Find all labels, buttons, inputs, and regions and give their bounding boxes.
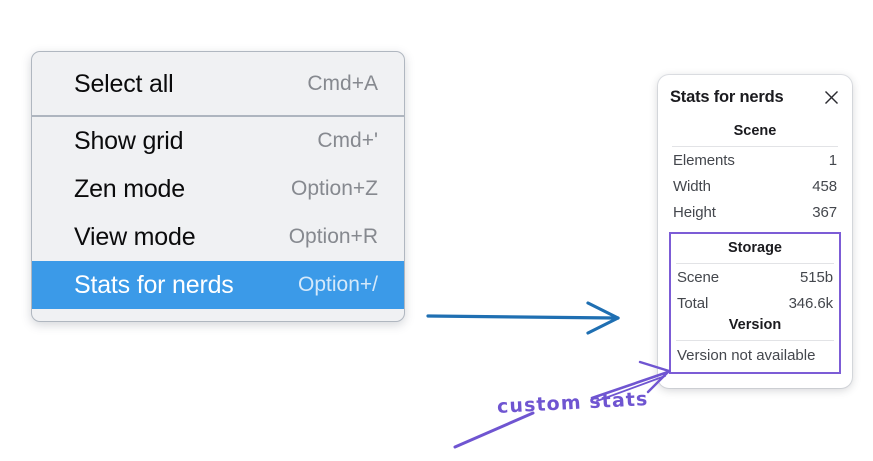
- arrow-right-icon: [426, 301, 620, 335]
- stat-value: 367: [812, 204, 837, 221]
- menu-item-shortcut: Cmd+': [317, 129, 378, 152]
- stat-row: Scene 515b: [674, 264, 836, 290]
- custom-stats-highlight-box: Storage Scene 515b Total 346.6k Version …: [669, 232, 841, 374]
- stat-value: 1: [828, 152, 837, 169]
- menu-item-view-mode[interactable]: View mode Option+R: [32, 213, 404, 261]
- menu-item-label: Zen mode: [74, 174, 185, 203]
- menu-item-shortcut: Option+/: [298, 273, 378, 296]
- version-section-heading: Version: [728, 317, 782, 333]
- menu-item-label: Show grid: [74, 126, 184, 155]
- stat-row: Height 367: [670, 199, 840, 225]
- stat-value: 458: [812, 178, 837, 195]
- menu-item-select-all[interactable]: Select all Cmd+A: [32, 60, 404, 108]
- menu-divider: [32, 115, 404, 117]
- version-text: Version not available: [677, 347, 816, 364]
- menu-group-2: Show grid Cmd+' Zen mode Option+Z View m…: [32, 117, 404, 321]
- menu-item-label: Select all: [74, 69, 174, 98]
- stat-key: Elements: [673, 152, 735, 169]
- menu-item-shortcut: Option+R: [288, 225, 378, 248]
- stats-for-nerds-panel: Stats for nerds Scene Elements 1 Width 4…: [658, 75, 852, 388]
- menu-item-zen-mode[interactable]: Zen mode Option+Z: [32, 165, 404, 213]
- stat-row: Total 346.6k: [674, 290, 836, 316]
- panel-header: Stats for nerds: [670, 88, 840, 107]
- stat-key: Scene: [677, 269, 720, 286]
- stat-key: Height: [673, 204, 716, 221]
- scene-section-heading: Scene: [733, 123, 777, 139]
- panel-title: Stats for nerds: [670, 88, 784, 106]
- underline-stroke: [453, 411, 535, 449]
- stat-row: Elements 1: [670, 147, 840, 173]
- stat-value: 346.6k: [788, 295, 834, 312]
- menu-item-label: View mode: [74, 222, 196, 251]
- section-rule: [676, 263, 834, 264]
- menu-item-shortcut: Cmd+A: [307, 72, 378, 95]
- scene-section: Scene Elements 1 Width 458 Height 367: [670, 121, 840, 225]
- version-section: Version Version not available: [674, 316, 836, 366]
- storage-section-heading: Storage: [728, 240, 782, 256]
- stat-value: 515b: [800, 269, 833, 286]
- menu-item-shortcut: Option+Z: [291, 177, 378, 200]
- section-rule: [672, 146, 838, 147]
- close-icon[interactable]: [822, 89, 840, 107]
- section-rule: [676, 340, 834, 341]
- menu-item-stats-for-nerds[interactable]: Stats for nerds Option+/: [32, 261, 404, 309]
- menu-item-show-grid[interactable]: Show grid Cmd+': [32, 117, 404, 165]
- custom-stats-annotation-label: custom stats: [496, 388, 649, 418]
- menu-group-1: Select all Cmd+A: [32, 52, 404, 115]
- stat-key: Width: [673, 178, 711, 195]
- storage-section: Storage Scene 515b Total 346.6k: [674, 239, 836, 316]
- menu-item-label: Stats for nerds: [74, 270, 234, 299]
- stat-key: Total: [677, 295, 709, 312]
- stat-row: Width 458: [670, 173, 840, 199]
- context-menu[interactable]: Select all Cmd+A Show grid Cmd+' Zen mod…: [31, 51, 405, 322]
